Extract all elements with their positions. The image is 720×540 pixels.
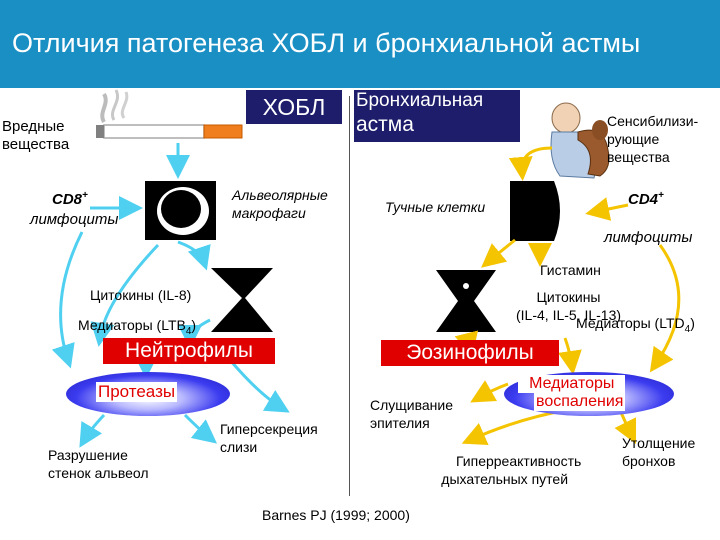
harmful-substances-label: Вредные вещества: [2, 118, 70, 153]
inflammation-mediators-label: Медиаторы воспаления: [518, 375, 626, 411]
airway-hyperreactivity-label: Гиперреактивность дыхательных путей: [441, 453, 582, 487]
cd8-lymphocytes-label: CD8+ лимфоциты: [30, 190, 119, 228]
eosinophils-box: Эозинофилы: [381, 340, 559, 366]
copd-cytokines-label: Цитокины (IL-8): [90, 287, 192, 303]
cd4-lymphocytes-label: CD4+ лимфоциты: [604, 190, 693, 246]
asthma-header-line1: Бронхиальная: [356, 90, 484, 111]
copd-header: ХОБЛ: [246, 90, 342, 124]
histamine-label: Гистамин: [540, 262, 601, 278]
asthma-cytokines-label: Цитокины (IL-4, IL-5, IL-13): [516, 289, 622, 323]
asthma-header: Бронхиальная астма: [354, 90, 520, 142]
citation: Barnes PJ (1999; 2000): [262, 507, 410, 523]
neutrophils-box: Нейтрофилы: [103, 338, 275, 364]
proteases-label: Протеазы: [96, 382, 178, 402]
eosinophil-micrograph: [436, 270, 496, 332]
alveolar-macrophages-label: Альвеолярные макрофаги: [232, 187, 328, 221]
asthma-mediators-label: Медиаторы (LTD4): [576, 315, 695, 335]
asthma-header-line2: астма: [356, 113, 414, 136]
alveolar-destruction-label: Разрушение стенок альвеол: [48, 447, 149, 481]
slide-title: Отличия патогенеза ХОБЛ и бронхиальной а…: [12, 28, 641, 58]
macrophage-micrograph: [145, 181, 216, 240]
sensitizing-substances-label: Сенсибилизи- рующие вещества: [607, 113, 699, 165]
divider-line: [349, 96, 350, 496]
neutrophil-micrograph: [211, 268, 273, 332]
mast-cell-micrograph: [510, 181, 574, 241]
epithelial-shedding-label: Слущивание эпителия: [370, 397, 454, 431]
copd-mediators-label: Медиаторы (LTB4): [78, 317, 197, 337]
mucus-hypersecretion-label: Гиперсекреция слизи: [220, 421, 318, 455]
bronchial-thickening-label: Утолщение бронхов: [622, 435, 696, 469]
title-bar: Отличия патогенеза ХОБЛ и бронхиальной а…: [0, 0, 720, 88]
mast-cells-label: Тучные клетки: [385, 199, 486, 215]
